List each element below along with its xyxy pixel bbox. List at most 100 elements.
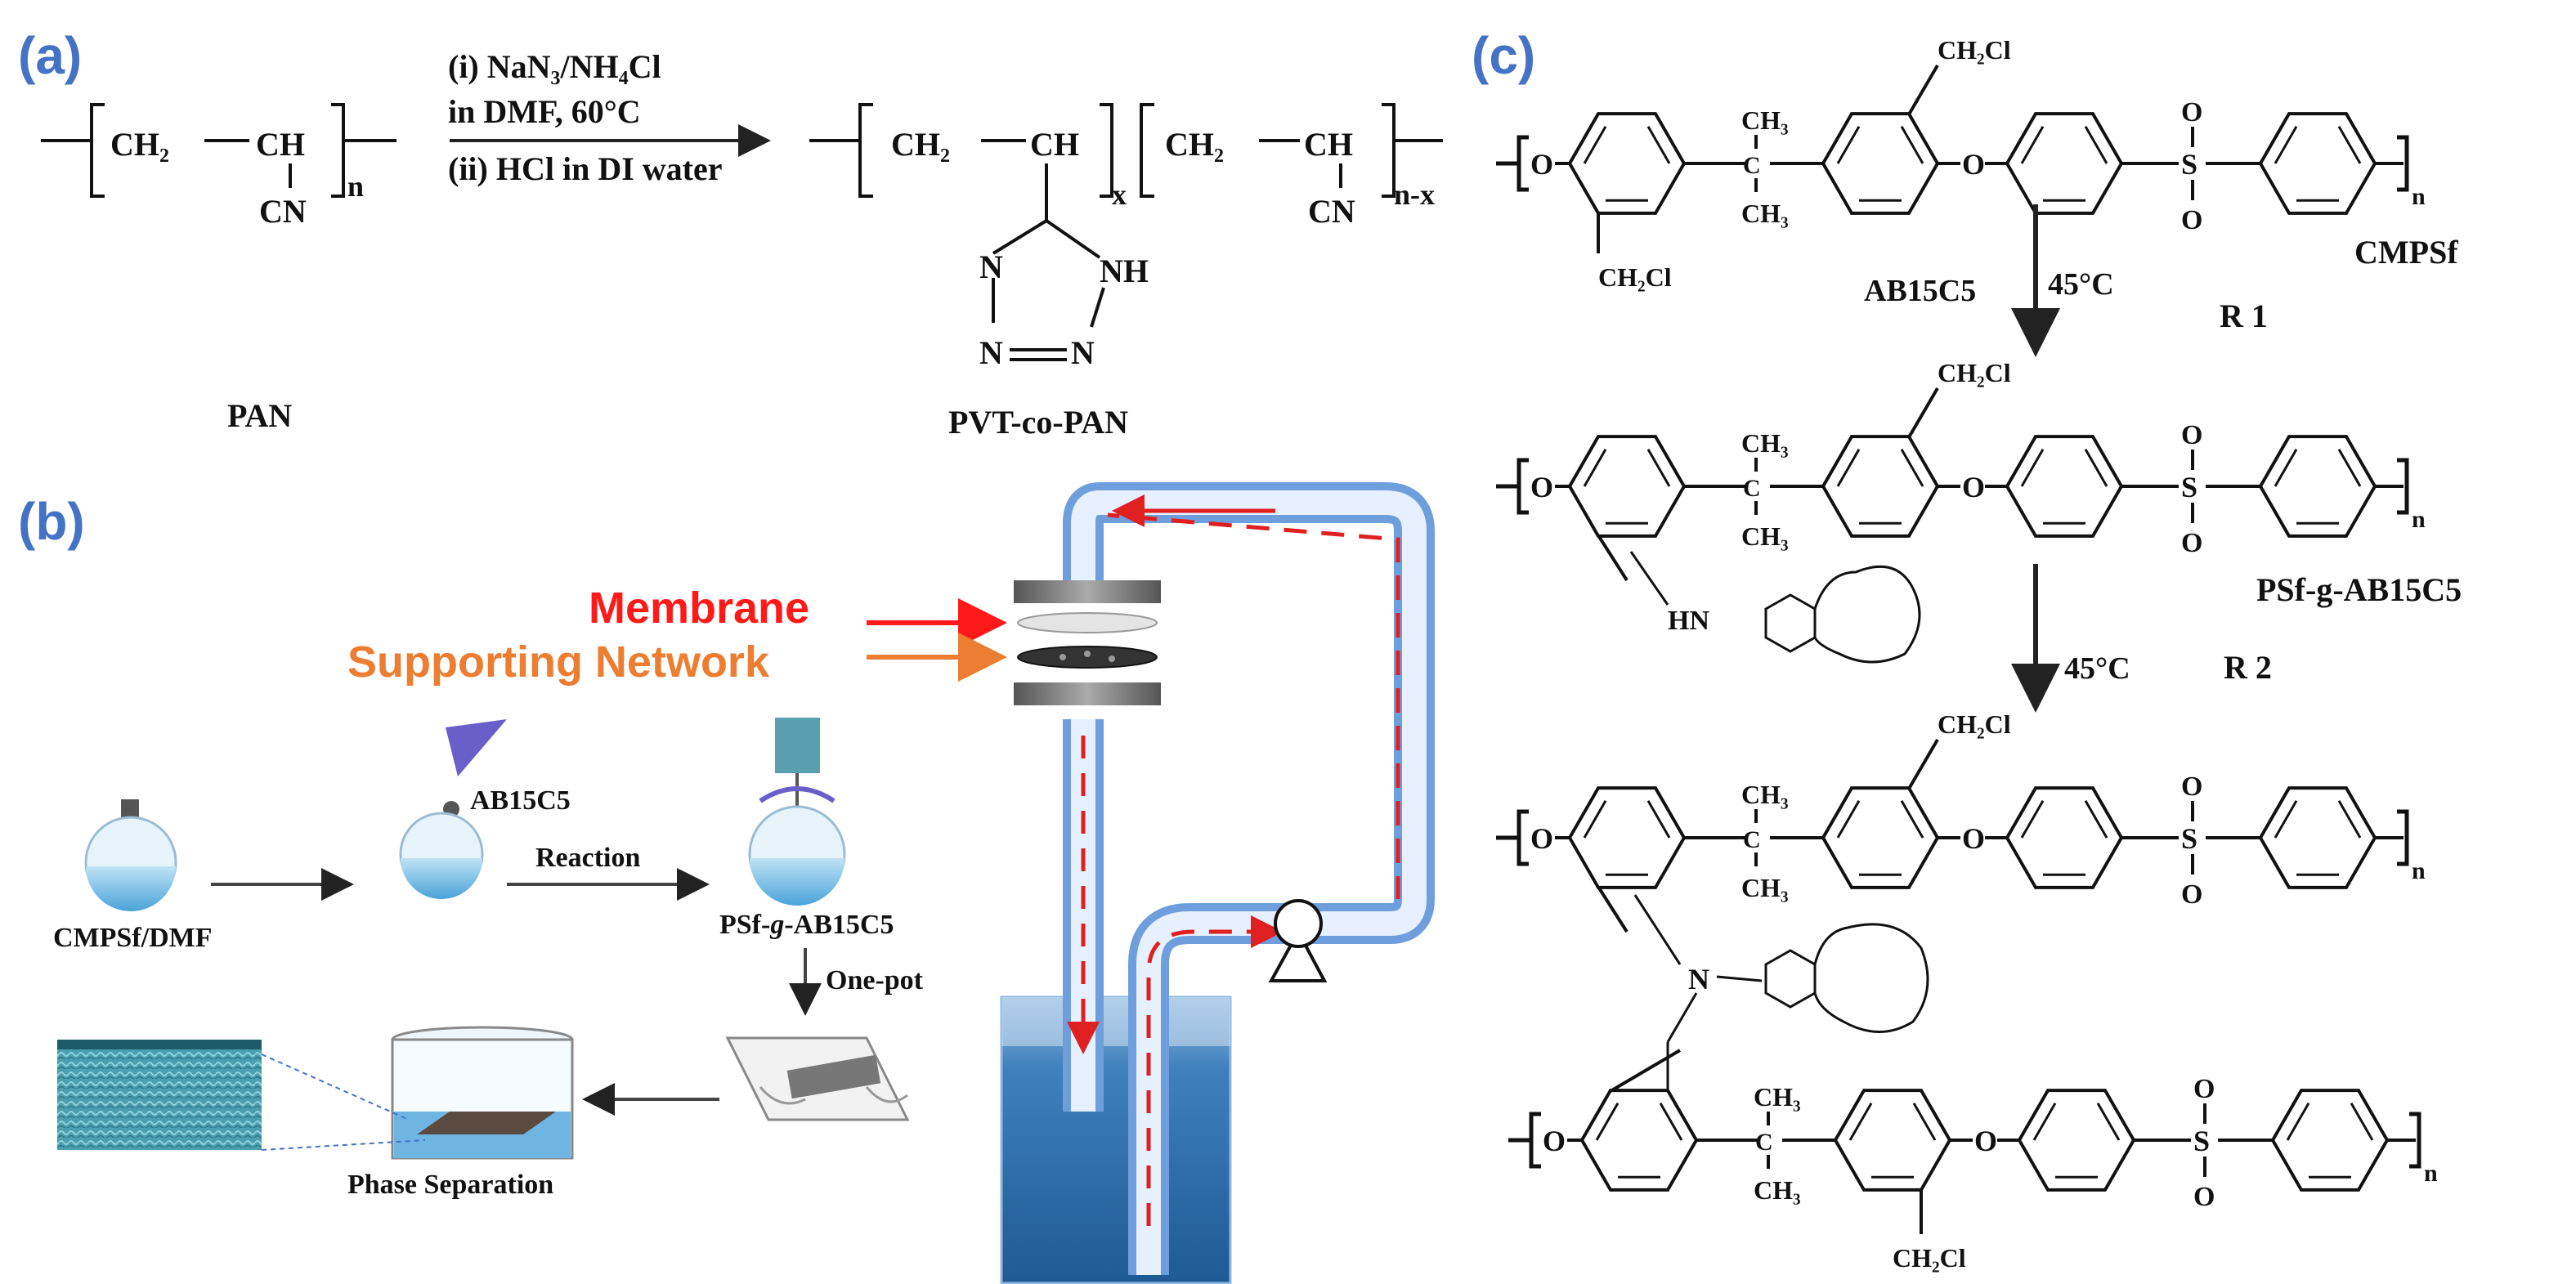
crown-ether-1 bbox=[1629, 551, 1921, 664]
carbon-label: C bbox=[1743, 152, 1761, 179]
benzene-ring bbox=[2258, 786, 2377, 889]
pan-cn: CN bbox=[259, 193, 307, 230]
carbon-label: C bbox=[1743, 826, 1761, 853]
methyl-label: CH₃ bbox=[1741, 780, 1789, 809]
panel-label-a: (a) bbox=[18, 26, 82, 85]
tetrazole-nh: NH bbox=[1100, 253, 1149, 289]
n-label: N bbox=[1688, 963, 1709, 995]
membrane-sem-image bbox=[57, 1040, 426, 1151]
prod-ch-b: CH bbox=[1304, 126, 1353, 163]
methyl-label: CH₃ bbox=[1741, 428, 1789, 458]
benzene-ring bbox=[2005, 112, 2124, 215]
cmpsf-label: CMPSf bbox=[2354, 234, 2458, 271]
tetrazole-n4: N bbox=[1071, 334, 1095, 371]
cmpsf-dmf-label: CMPSf/DMF bbox=[53, 923, 213, 953]
benzene-ring bbox=[2258, 435, 2377, 538]
oxygen-label: O bbox=[2181, 420, 2202, 450]
sulfur-label: S bbox=[2181, 471, 2197, 503]
prod-ch-a: CH bbox=[1030, 126, 1079, 163]
flask-cmpsf bbox=[84, 799, 177, 911]
oxygen-label: O bbox=[2193, 1182, 2215, 1212]
tetrazole-n1: N bbox=[979, 248, 1003, 285]
prod-cn: CN bbox=[1308, 193, 1355, 230]
benzene-ring bbox=[2005, 786, 2124, 889]
oxygen-label: O bbox=[2181, 97, 2202, 128]
prod-ch2-b: CH₂ bbox=[1165, 126, 1224, 163]
repeat-n-label: n bbox=[2412, 506, 2426, 533]
flask-ab15c5 bbox=[399, 719, 507, 899]
oxygen-label: O bbox=[1962, 148, 1985, 181]
membrane-cell bbox=[1014, 580, 1161, 705]
supporting-network-label: Supporting Network bbox=[347, 638, 770, 687]
ab15c5-reagent: AB15C5 bbox=[1864, 274, 1976, 308]
oxygen-label: O bbox=[1530, 148, 1553, 181]
sulfur-label: S bbox=[2181, 148, 2197, 181]
phase-separation-label: Phase Separation bbox=[347, 1170, 553, 1200]
benzene-ring bbox=[2258, 112, 2377, 215]
panel-a: CH₂ CH CN n PAN (i) NaN₃/NH₄Cl in DMF, 6… bbox=[41, 48, 1443, 441]
oxygen-label: O bbox=[1962, 822, 1985, 855]
benzene-ring bbox=[1821, 786, 1940, 889]
phase-separation-beaker bbox=[391, 1026, 574, 1160]
methyl-label: CH₃ bbox=[1741, 105, 1789, 135]
casting-illustration bbox=[725, 1036, 910, 1121]
flow-loop bbox=[1000, 482, 1435, 1284]
product-structure bbox=[809, 103, 1443, 361]
product-label: PVT-co-PAN bbox=[948, 404, 1128, 441]
benzene-ring bbox=[1567, 112, 1687, 215]
pump bbox=[1268, 899, 1328, 982]
oxygen-label: O bbox=[2181, 205, 2202, 235]
chloromethyl-label: CH₂Cl bbox=[1598, 262, 1672, 292]
repeat-n-label: n bbox=[2412, 183, 2426, 210]
repeat-n-label: n bbox=[2412, 857, 2426, 884]
chloromethyl-label: CH₂Cl bbox=[1893, 1243, 1966, 1273]
psf-g-ab15c5-label-b: PSf-g-AB15C5 bbox=[719, 910, 894, 940]
hn-label: HN bbox=[1668, 606, 1709, 636]
benzene-ring bbox=[2017, 1089, 2136, 1192]
prod-nx: n-x bbox=[1394, 178, 1435, 211]
benzene-ring bbox=[2270, 1089, 2390, 1192]
repeat-n-label: n bbox=[2424, 1160, 2438, 1187]
oxygen-label: O bbox=[2193, 1074, 2215, 1104]
pan-ch: CH bbox=[256, 126, 305, 163]
oxygen-label: O bbox=[1543, 1125, 1566, 1157]
flask-psf-g bbox=[748, 718, 846, 906]
reagent-line-1: (i) NaN₃/NH₄Cl bbox=[448, 48, 661, 85]
chloromethyl-label: CH₂Cl bbox=[1938, 709, 2011, 739]
oxygen-label: O bbox=[1974, 1125, 1997, 1157]
benzene-ring bbox=[1821, 112, 1940, 215]
benzene-ring bbox=[1833, 1089, 1952, 1192]
benzene-ring bbox=[1579, 1089, 1699, 1192]
pan-ch2: CH₂ bbox=[110, 126, 169, 163]
sulfur-label: S bbox=[2193, 1125, 2210, 1157]
methyl-label: CH₃ bbox=[1754, 1175, 1801, 1205]
chloromethyl-label: CH₂Cl bbox=[1938, 358, 2011, 387]
benzene-ring bbox=[1567, 435, 1687, 538]
carbon-label: C bbox=[1743, 475, 1761, 502]
r1-label: R 1 bbox=[2220, 298, 2268, 334]
carbon-label: C bbox=[1755, 1129, 1773, 1156]
benzene-ring bbox=[1567, 786, 1687, 889]
panel-label-c: (c) bbox=[1472, 26, 1535, 85]
oxygen-label: O bbox=[2181, 528, 2202, 558]
membrane-label: Membrane bbox=[589, 584, 809, 633]
benzene-ring bbox=[1821, 435, 1940, 538]
temp-r2: 45°C bbox=[2064, 651, 2130, 686]
pan-structure bbox=[41, 103, 396, 198]
pan-n: n bbox=[347, 170, 364, 203]
methyl-label: CH₃ bbox=[1754, 1082, 1801, 1112]
oxygen-label: O bbox=[1962, 471, 1985, 503]
prod-ch2-a: CH₂ bbox=[891, 126, 950, 163]
temp-r1: 45°C bbox=[2048, 267, 2114, 302]
reagent-line-2: in DMF, 60°C bbox=[448, 93, 641, 130]
chloromethyl-label: CH₂Cl bbox=[1938, 35, 2011, 65]
oxygen-label: O bbox=[2181, 879, 2202, 910]
oxygen-label: O bbox=[2181, 772, 2202, 802]
oxygen-label: O bbox=[1530, 471, 1553, 503]
ab15c5-label-b: AB15C5 bbox=[470, 785, 571, 816]
